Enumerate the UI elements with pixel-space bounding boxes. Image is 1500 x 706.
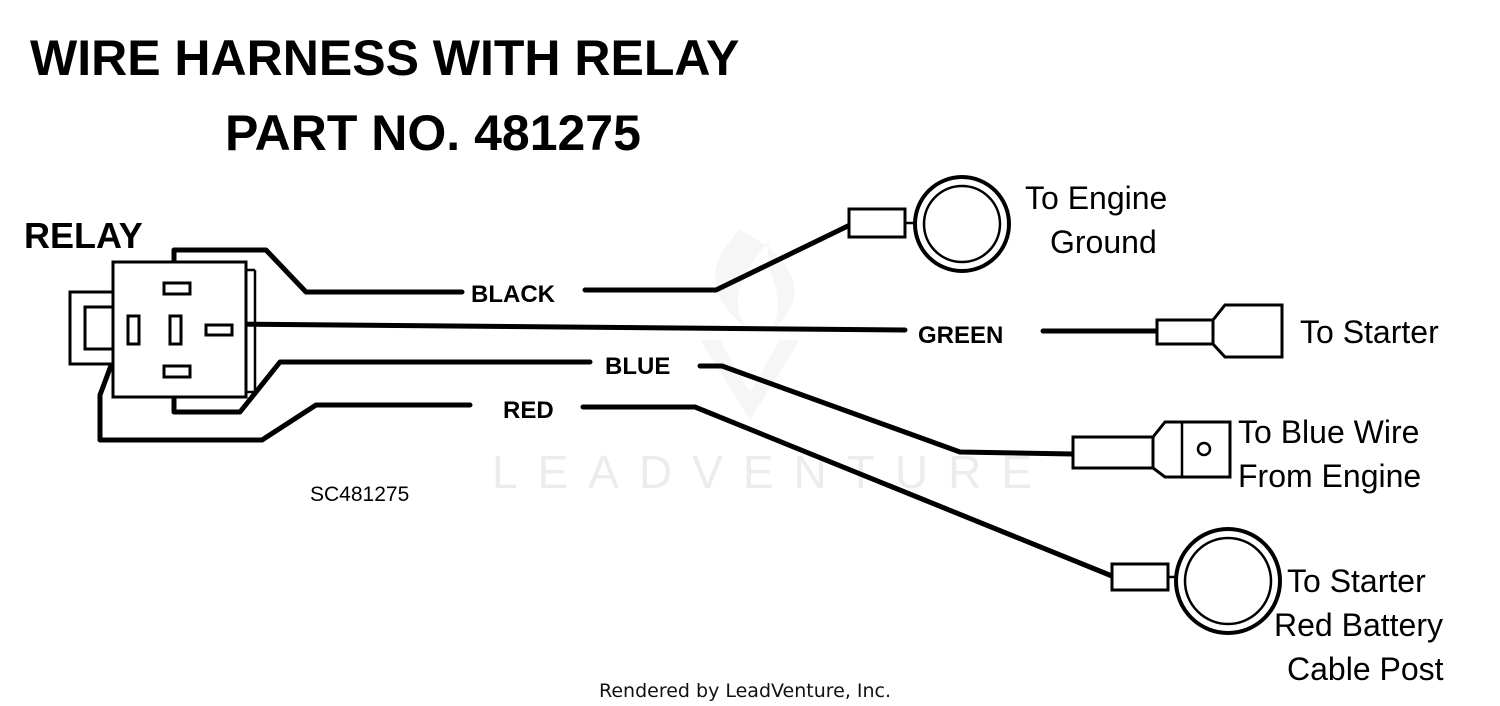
red-wire	[97, 317, 473, 443]
relay-terminal-center	[168, 314, 183, 346]
engine-ground-label-line-2: Ground	[1050, 224, 1157, 260]
blue-wire-dest-line-1: To Blue Wire	[1238, 414, 1419, 450]
battery-post-label: To Starter Red Battery Cable Post	[1274, 563, 1452, 687]
engine-ground-ring-terminal	[847, 175, 1011, 273]
battery-post-label-line-3: Cable Post	[1287, 651, 1444, 687]
watermark-text: LEADVENTURE	[492, 446, 1052, 498]
engine-ground-label-line-1: To Engine	[1025, 180, 1167, 216]
relay-terminal-top	[162, 281, 192, 296]
credit-text: Rendered by LeadVenture, Inc.	[599, 680, 891, 702]
relay-terminal-right	[204, 323, 234, 337]
engine-ground-label: To Engine Ground	[1025, 180, 1176, 260]
blue-wire-bullet-connector	[1071, 420, 1232, 479]
title-line-1: WIRE HARNESS WITH RELAY	[30, 30, 739, 86]
black-wire	[171, 247, 465, 295]
blue-wire-label: BLUE	[605, 353, 670, 380]
black-wire-right	[582, 221, 855, 293]
diagram-code: SC481275	[310, 483, 409, 506]
blue-wire-dest-line-2: From Engine	[1238, 458, 1421, 494]
blue-wire-right	[697, 363, 1076, 457]
relay-label: RELAY	[24, 215, 143, 256]
black-wire-label: BLACK	[471, 281, 556, 308]
battery-post-label-line-2: Red Battery	[1274, 607, 1443, 643]
red-wire-label: RED	[503, 397, 554, 424]
blue-wire-label-dest: To Blue Wire From Engine	[1238, 414, 1428, 494]
relay-body	[68, 260, 257, 399]
title-part-number: PART NO. 481275	[225, 105, 641, 161]
battery-post-label-line-1: To Starter	[1287, 563, 1426, 599]
starter-spade-terminal	[1155, 303, 1284, 359]
relay-terminal-bottom	[162, 364, 192, 379]
starter-label: To Starter	[1300, 314, 1439, 350]
relay-terminal-left	[126, 314, 141, 346]
watermark: LEADVENTURE	[492, 230, 1052, 498]
red-wire-right	[580, 404, 1115, 579]
green-wire	[219, 321, 908, 333]
blue-wire	[171, 359, 593, 415]
watermark-flame-icon	[700, 230, 800, 420]
green-wire-label: GREEN	[918, 322, 1003, 349]
battery-post-ring-terminal	[1110, 527, 1282, 635]
